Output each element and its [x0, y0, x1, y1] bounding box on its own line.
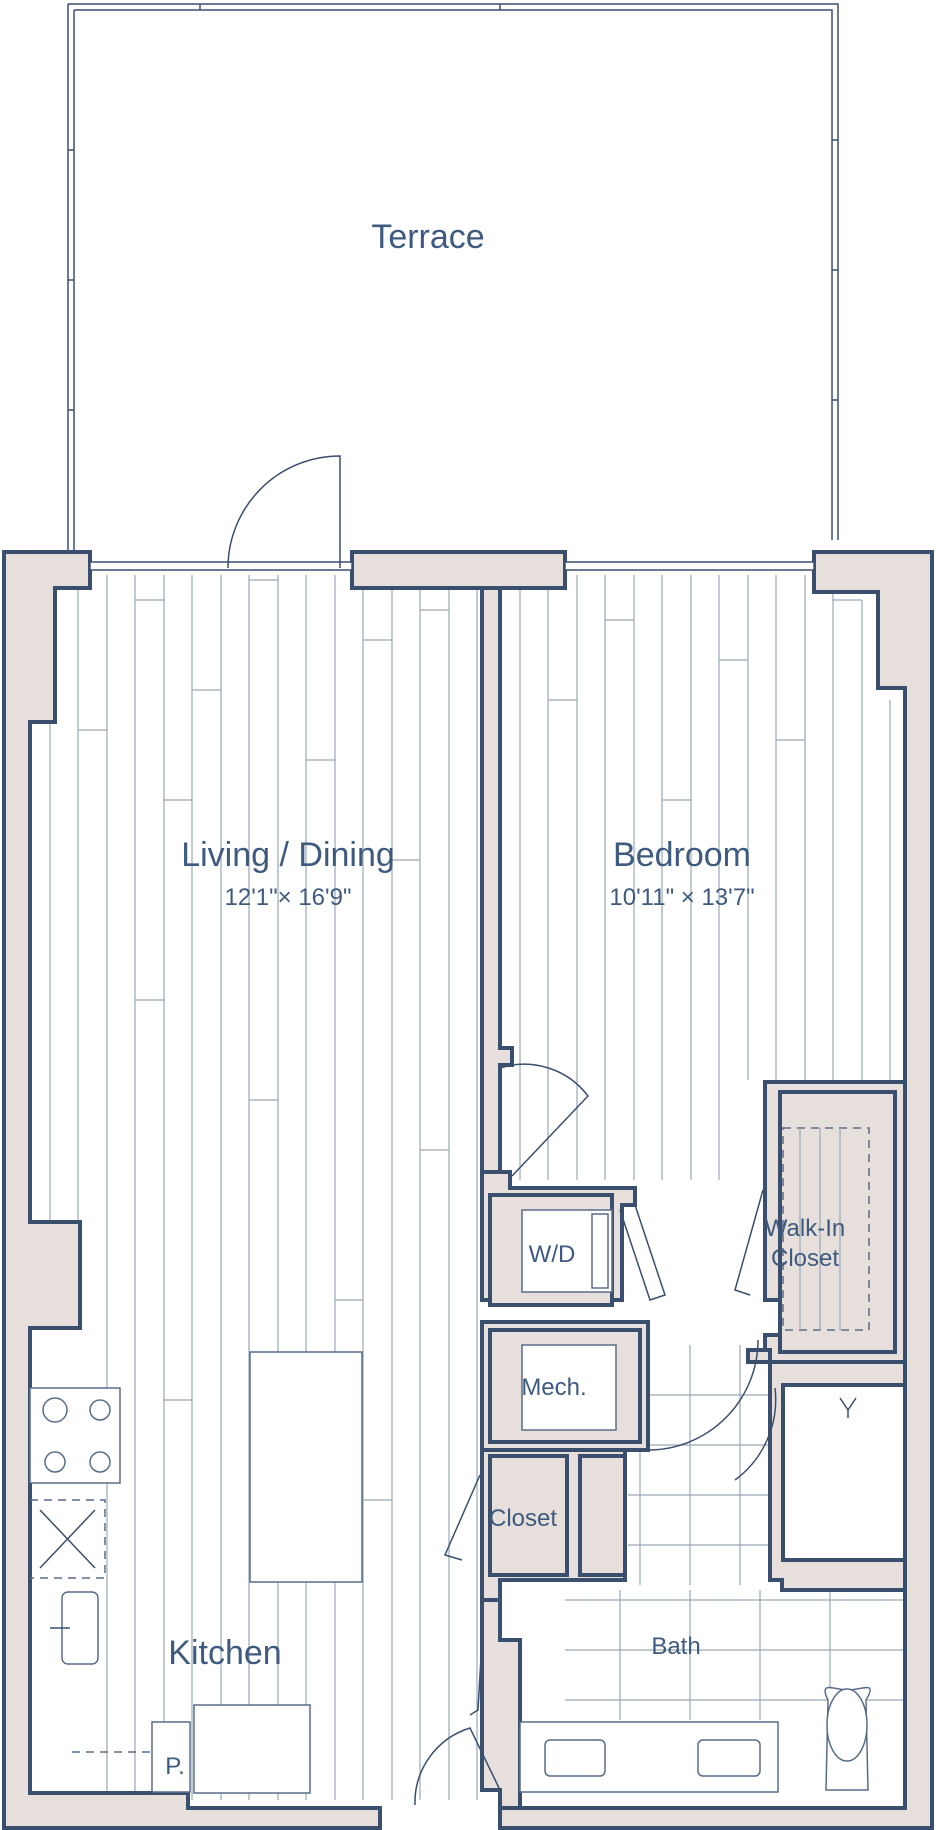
closet-label: Closet: [489, 1505, 557, 1532]
bedroom-dimension: 10'11" × 13'7": [609, 884, 754, 911]
kitchen-fixtures: [29, 1351, 363, 1794]
walkin-shelving: [782, 1127, 870, 1331]
doors: [227, 455, 777, 1806]
mech-label: Mech.: [521, 1374, 586, 1401]
bedroom-label: Bedroom: [613, 836, 751, 874]
terrace-label: Terrace: [371, 218, 484, 256]
living-dimension: 12'1"× 16'9": [225, 884, 352, 911]
bath-tiles: [565, 1345, 905, 1720]
walkin-label-1: Walk-In: [765, 1215, 845, 1242]
walkin-label-2: Closet: [771, 1245, 839, 1272]
wd-label: W/D: [529, 1241, 576, 1268]
bath-fixtures: [519, 1397, 871, 1793]
pantry-label: P.: [165, 1753, 185, 1780]
windows: [89, 561, 815, 571]
utility-fixtures: [521, 1209, 617, 1431]
terrace-area: [67, 3, 839, 555]
room-labels: Terrace Living / Dining 12'1"× 16'9" Bed…: [165, 218, 845, 1780]
living-label: Living / Dining: [181, 836, 395, 874]
bath-label: Bath: [651, 1633, 700, 1660]
kitchen-label: Kitchen: [168, 1634, 281, 1672]
